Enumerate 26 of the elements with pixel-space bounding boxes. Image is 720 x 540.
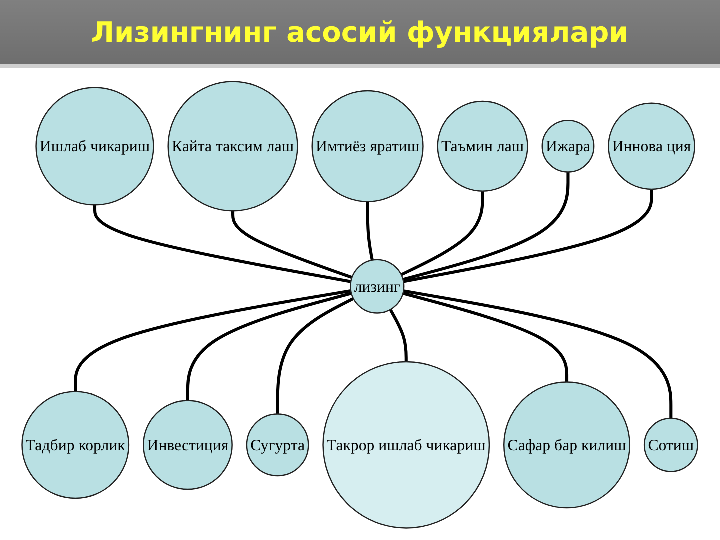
connector — [400, 191, 484, 276]
connector — [402, 172, 570, 282]
connector — [403, 290, 673, 419]
connector — [402, 292, 569, 382]
connector — [276, 297, 354, 414]
node-circle: Ижара — [542, 120, 595, 173]
connector — [366, 202, 374, 261]
node-circle: Иннова ция — [608, 102, 696, 190]
connector — [403, 190, 654, 284]
node-circle: Тадбир корлик — [22, 391, 130, 500]
node-circle: Сафар бар килиш — [504, 382, 631, 509]
title: Лизингнинг асосий функциялари — [91, 16, 629, 48]
node-circle: Имтиёз яратиш — [312, 90, 424, 202]
node-circle: Сотиш — [644, 418, 698, 472]
node-circle: Таъмин лаш — [437, 100, 528, 192]
connector — [93, 205, 352, 284]
node-circle: лизинг — [350, 259, 405, 314]
connector — [232, 211, 353, 280]
connector — [186, 292, 352, 401]
connector — [74, 290, 352, 392]
node-circle: Сугурта — [246, 414, 310, 477]
node-circle: Такрор ишлаб чикариш — [322, 361, 490, 529]
node-circle: Кайта таксим лаш — [168, 81, 298, 212]
node-circle: Инвестиция — [142, 400, 233, 490]
node-circle: Ишлаб чикариш — [36, 87, 154, 206]
connector — [389, 309, 408, 362]
